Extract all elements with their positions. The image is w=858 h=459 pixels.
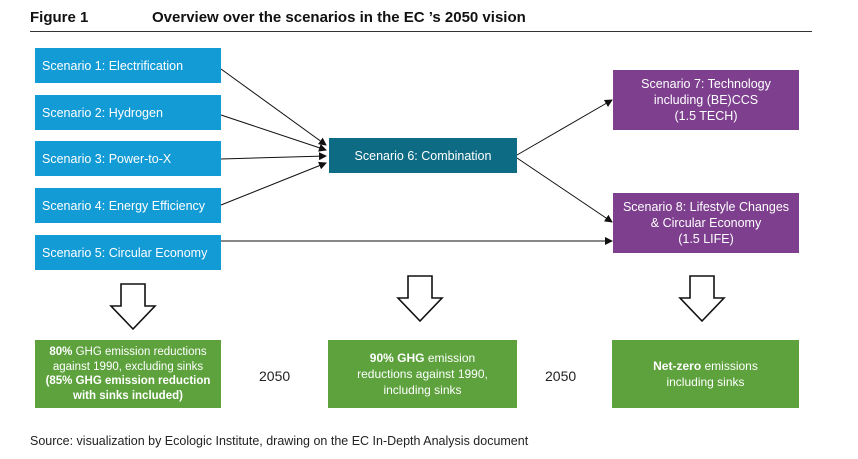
outcome-2-text: emission <box>424 351 476 365</box>
outcome-2-line-3: including sinks <box>383 383 462 397</box>
down-arrow-icon <box>396 275 444 323</box>
year-label-1: 2050 <box>259 368 291 384</box>
outcome-1-line-2: against 1990, excluding sinks <box>52 360 204 373</box>
scenario-7-line-2: including (BE)CCS <box>653 93 759 107</box>
scenario-8-line-3: (1.5 LIFE) <box>678 232 734 246</box>
source-note: Source: visualization by Ecologic Instit… <box>30 434 529 448</box>
scenario-6-label: Scenario 6: Combination <box>354 148 492 163</box>
figure-label: Figure 1 <box>30 9 89 26</box>
outcome-2-line-2: reductions against 1990, <box>357 367 488 381</box>
scenario-3-label: Scenario 3: Power-to-X <box>42 151 172 166</box>
year-label-2: 2050 <box>545 368 577 384</box>
scenario-7-line-3: (1.5 TECH) <box>674 109 738 123</box>
scenario-4-label: Scenario 4: Energy Efficiency <box>42 198 206 213</box>
scenario-4-box: Scenario 4: Energy Efficiency <box>35 188 221 223</box>
scenario-6-box: Scenario 6: Combination <box>329 138 517 173</box>
title-rule <box>30 31 812 32</box>
arrow-s2-to-s6 <box>220 114 327 152</box>
scenario-7-box: Scenario 7: Technology including (BE)CCS… <box>613 70 799 130</box>
down-arrow-icon <box>109 283 157 331</box>
outcome-1-line-3: (85% GHG emission reduction <box>45 375 211 387</box>
down-arrow-icon <box>678 275 726 323</box>
arrow-s6-to-s7 <box>516 99 613 156</box>
scenario-8-line-1: Scenario 8: Lifestyle Changes <box>622 200 790 214</box>
outcome-1-bold-value: 80% <box>49 346 73 358</box>
arrow-s4-to-s6 <box>220 161 327 206</box>
arrow-s3-to-s6 <box>220 152 327 161</box>
outcome-box-3: Net-zero emissions including sinks <box>612 340 799 408</box>
arrow-s1-to-s6 <box>220 68 327 146</box>
outcome-1-line-4: with sinks included) <box>73 389 183 402</box>
scenario-1-box: Scenario 1: Electrification <box>35 48 221 83</box>
outcome-3-bold-value: Net-zero <box>653 359 702 373</box>
scenario-8-line-2: & Circular Economy <box>650 216 762 230</box>
outcome-3-line-2: including sinks <box>666 375 745 389</box>
scenario-1-label: Scenario 1: Electrification <box>42 58 184 73</box>
arrow-s6-to-s8 <box>516 157 613 223</box>
scenario-2-label: Scenario 2: Hydrogen <box>42 105 163 120</box>
outcome-3-text: emissions <box>701 359 758 373</box>
scenario-5-box: Scenario 5: Circular Economy <box>35 235 221 270</box>
outcome-1-text: GHG emission reductions <box>72 346 207 358</box>
figure-title: Overview over the scenarios in the EC ’s… <box>152 9 526 26</box>
scenario-7-line-1: Scenario 7: Technology <box>641 77 771 91</box>
outcome-box-2: 90% GHG emission reductions against 1990… <box>328 340 517 408</box>
scenario-3-box: Scenario 3: Power-to-X <box>35 141 221 176</box>
scenario-2-box: Scenario 2: Hydrogen <box>35 95 221 130</box>
scenario-8-box: Scenario 8: Lifestyle Changes & Circular… <box>613 193 799 253</box>
outcome-box-1: 80% GHG emission reductions against 1990… <box>35 340 221 408</box>
scenario-5-label: Scenario 5: Circular Economy <box>42 245 208 260</box>
outcome-2-bold-value: 90% GHG <box>369 351 425 365</box>
